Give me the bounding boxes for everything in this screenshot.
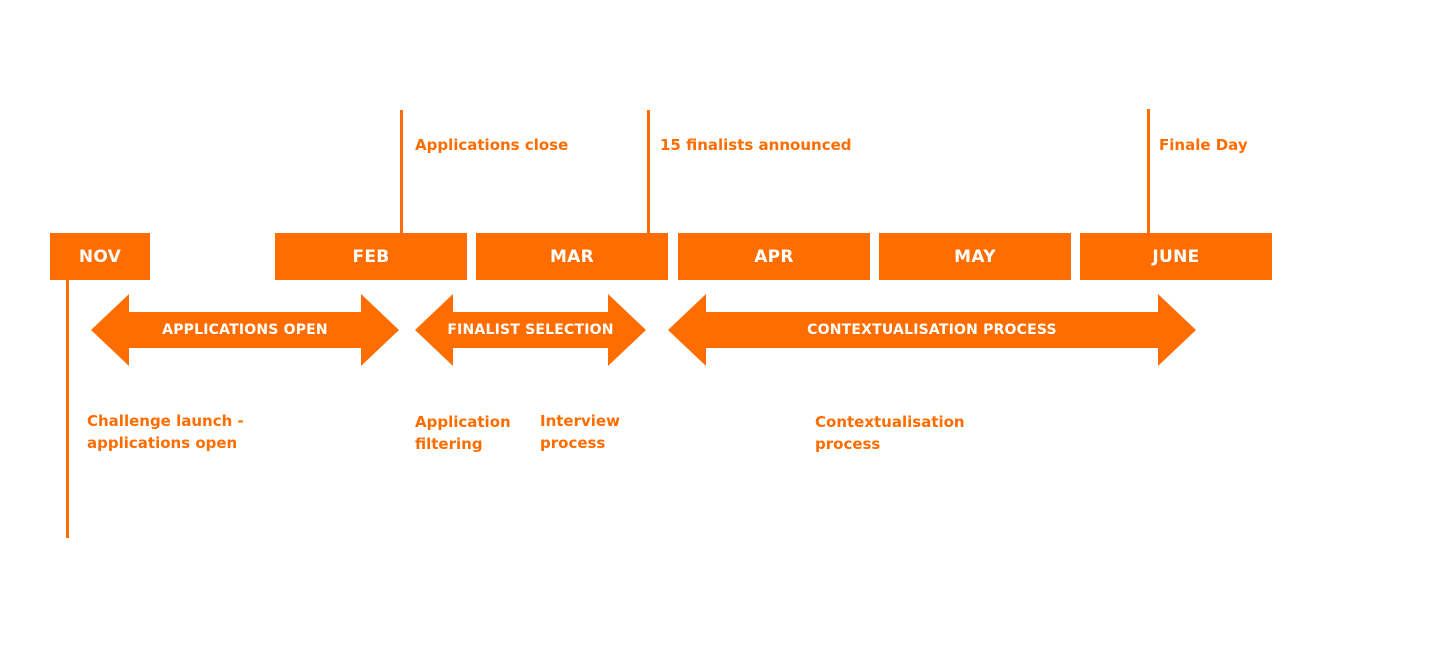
note-line: Application [415,413,511,431]
note-line: process [815,435,881,453]
phase-arrow-applications-open: APPLICATIONS OPEN [91,294,399,366]
phase-label-contextualisation-process: CONTEXTUALISATION PROCESS [807,322,1057,338]
note-line: Interview [540,412,620,430]
note-line: applications open [87,434,238,452]
milestone-label-applications-close: Applications close [415,136,569,154]
month-june: JUNE [1080,233,1272,280]
month-nov: NOV [50,233,150,280]
milestone-line-finale-day [1147,109,1150,234]
month-feb: FEB [275,233,467,280]
note-application-filtering: Application filtering [415,411,511,455]
note-contextualisation-process: Contextualisation process [815,411,965,455]
phase-arrow-contextualisation-process: CONTEXTUALISATION PROCESS [668,294,1196,366]
note-line: Challenge launch - [87,412,244,430]
milestone-line-challenge-launch [66,279,69,538]
phase-label-finalist-selection: FINALIST SELECTION [447,322,614,338]
milestone-line-applications-close [400,110,403,234]
month-mar: MAR [476,233,668,280]
phase-label-applications-open: APPLICATIONS OPEN [162,322,328,338]
note-line: Contextualisation [815,413,965,431]
note-challenge-launch: Challenge launch - applications open [87,410,244,454]
note-interview-process: Interview process [540,410,620,454]
month-apr: APR [678,233,870,280]
month-may: MAY [879,233,1071,280]
double-arrow-shape [668,294,1196,366]
double-arrow-shape [91,294,399,366]
note-line: process [540,434,606,452]
milestone-label-finale-day: Finale Day [1159,136,1248,154]
note-line: filtering [415,435,483,453]
milestone-label-finalists-announced: 15 finalists announced [660,136,852,154]
double-arrow-shape [415,294,646,366]
milestone-line-finalists-announced [647,110,650,234]
phase-arrow-finalist-selection: FINALIST SELECTION [415,294,646,366]
